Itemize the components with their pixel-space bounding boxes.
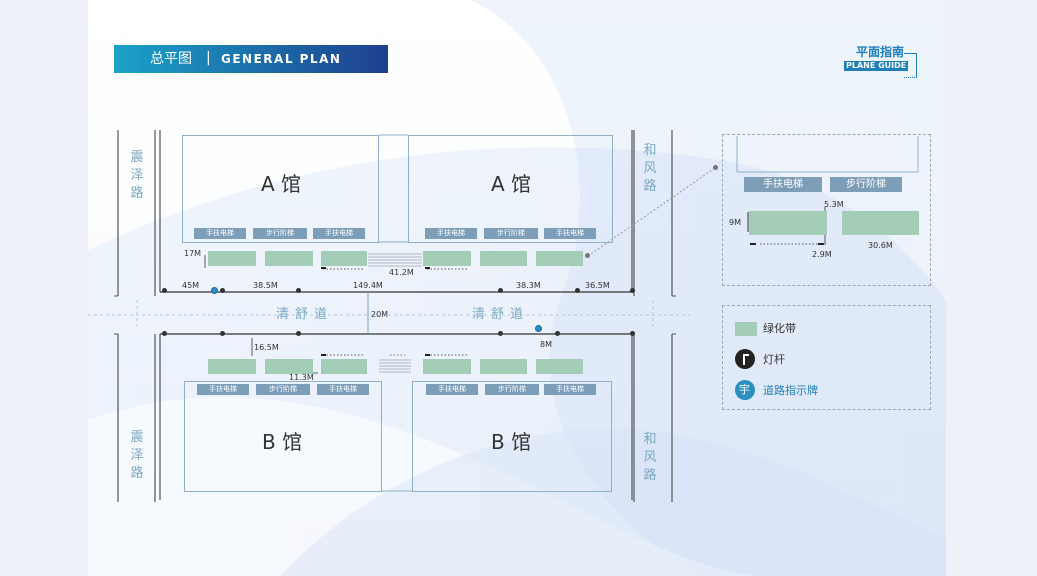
green-belt <box>208 251 256 266</box>
dim-label: 5.3M <box>824 200 844 209</box>
b-left-escalator-1[interactable]: 手扶电梯 <box>197 384 249 395</box>
hall-b-left-name: B 馆 <box>262 430 303 454</box>
lamp-post <box>162 331 167 336</box>
dim-label: 20M <box>371 310 389 319</box>
green-belt <box>536 251 583 266</box>
dim-label: 45M <box>182 281 200 290</box>
lamp-icon <box>735 349 755 369</box>
b-right-stairs[interactable]: 步行阶梯 <box>485 384 539 395</box>
green-belt <box>321 251 367 266</box>
green-belt <box>208 359 256 374</box>
green-belt <box>480 359 527 374</box>
road-sign-marker[interactable] <box>211 287 218 294</box>
legend-panel: 绿化带 灯杆 宇 道路指示牌 <box>722 305 931 410</box>
green-belt <box>265 251 313 266</box>
lamp-post <box>220 288 225 293</box>
legend-green-swatch <box>735 322 757 336</box>
a-right-stairs[interactable]: 步行阶梯 <box>484 228 538 239</box>
header-divider: | <box>206 50 211 66</box>
hall-a-right[interactable]: A 馆 <box>408 135 613 243</box>
green-belt <box>265 359 313 374</box>
dim-label: 30.6M <box>868 241 893 250</box>
dim-label: 11.3M <box>289 373 314 382</box>
dim-label: 8M <box>540 340 552 349</box>
detail-leader-dot <box>713 165 718 170</box>
a-right-escalator-2[interactable]: 手扶电梯 <box>544 228 596 239</box>
road-label-middle-right: 清舒道 <box>472 307 530 322</box>
dim-label: 36.5M <box>585 281 610 290</box>
lamp-post <box>296 331 301 336</box>
green-belt <box>423 359 471 374</box>
lamp-post <box>575 288 580 293</box>
lamp-post <box>162 288 167 293</box>
lamp-post <box>630 331 635 336</box>
green-belt <box>480 251 527 266</box>
b-right-escalator-2[interactable]: 手扶电梯 <box>544 384 596 395</box>
hall-a-left[interactable]: A 馆 <box>182 135 379 243</box>
green-belt <box>423 251 471 266</box>
dim-label: 9M <box>729 218 741 227</box>
dim-label: 17M <box>184 249 202 258</box>
a-left-escalator-1[interactable]: 手扶电梯 <box>194 228 246 239</box>
detail-stairs[interactable]: 步行阶梯 <box>830 177 902 192</box>
green-belt <box>321 359 367 374</box>
road-label-west-top: 震泽路 <box>130 150 144 201</box>
road-sign-marker[interactable] <box>535 325 542 332</box>
road-sign-icon-glyph: 宇 <box>739 383 750 396</box>
b-right-escalator-1[interactable]: 手扶电梯 <box>426 384 478 395</box>
road-label-west-bottom: 震泽路 <box>130 430 144 481</box>
hall-a-left-name: A 馆 <box>261 172 302 196</box>
a-left-escalator-2[interactable]: 手扶电梯 <box>313 228 365 239</box>
road-label-middle-left: 清舒道 <box>276 307 334 322</box>
lamp-post <box>498 288 503 293</box>
legend-lamp-label: 灯杆 <box>763 353 785 366</box>
dim-label: 149.4M <box>353 281 383 290</box>
lamp-post <box>630 288 635 293</box>
header-banner: 总平图 | GENERAL PLAN <box>114 45 388 73</box>
detail-green-belt-left <box>749 211 827 235</box>
dim-label: 16.5M <box>254 343 279 352</box>
hall-a-right-name: A 馆 <box>491 172 532 196</box>
dim-label: 2.9M <box>812 250 832 259</box>
lamp-post <box>296 288 301 293</box>
a-left-stairs[interactable]: 步行阶梯 <box>253 228 307 239</box>
b-left-escalator-2[interactable]: 手扶电梯 <box>317 384 369 395</box>
b-left-stairs[interactable]: 步行阶梯 <box>256 384 310 395</box>
dim-label: 38.5M <box>253 281 278 290</box>
header-title-cn: 总平图 <box>150 51 192 67</box>
dim-label: 41.2M <box>389 268 414 277</box>
header-title-en: GENERAL PLAN <box>221 52 342 66</box>
detail-green-belt-right <box>842 211 919 235</box>
detail-escalator[interactable]: 手扶电梯 <box>744 177 822 192</box>
road-sign-icon: 宇 <box>735 380 755 400</box>
lamp-post <box>220 331 225 336</box>
hall-b-left[interactable]: B 馆 <box>184 381 382 492</box>
plane-guide-logo: 平面指南 PLANE GUIDE <box>842 46 918 80</box>
road-label-east-bottom: 和风路 <box>643 432 657 483</box>
logo-cn: 平面指南 <box>856 45 905 59</box>
detail-leader-dot <box>585 253 590 258</box>
road-label-east-top: 和风路 <box>643 143 657 194</box>
a-right-escalator-1[interactable]: 手扶电梯 <box>425 228 477 239</box>
logo-en: PLANE GUIDE <box>844 61 909 71</box>
hall-b-right[interactable]: B 馆 <box>412 381 612 492</box>
green-belt <box>536 359 583 374</box>
lamp-post <box>498 331 503 336</box>
logo-frame <box>904 53 917 78</box>
hall-b-right-name: B 馆 <box>491 430 532 454</box>
detail-panel: 手扶电梯 步行阶梯 5.3M 9M 2.9M 30.6M <box>722 134 931 286</box>
legend-green-label: 绿化带 <box>763 322 796 335</box>
lamp-post <box>555 331 560 336</box>
dim-label: 38.3M <box>516 281 541 290</box>
legend-sign-label: 道路指示牌 <box>763 384 818 397</box>
